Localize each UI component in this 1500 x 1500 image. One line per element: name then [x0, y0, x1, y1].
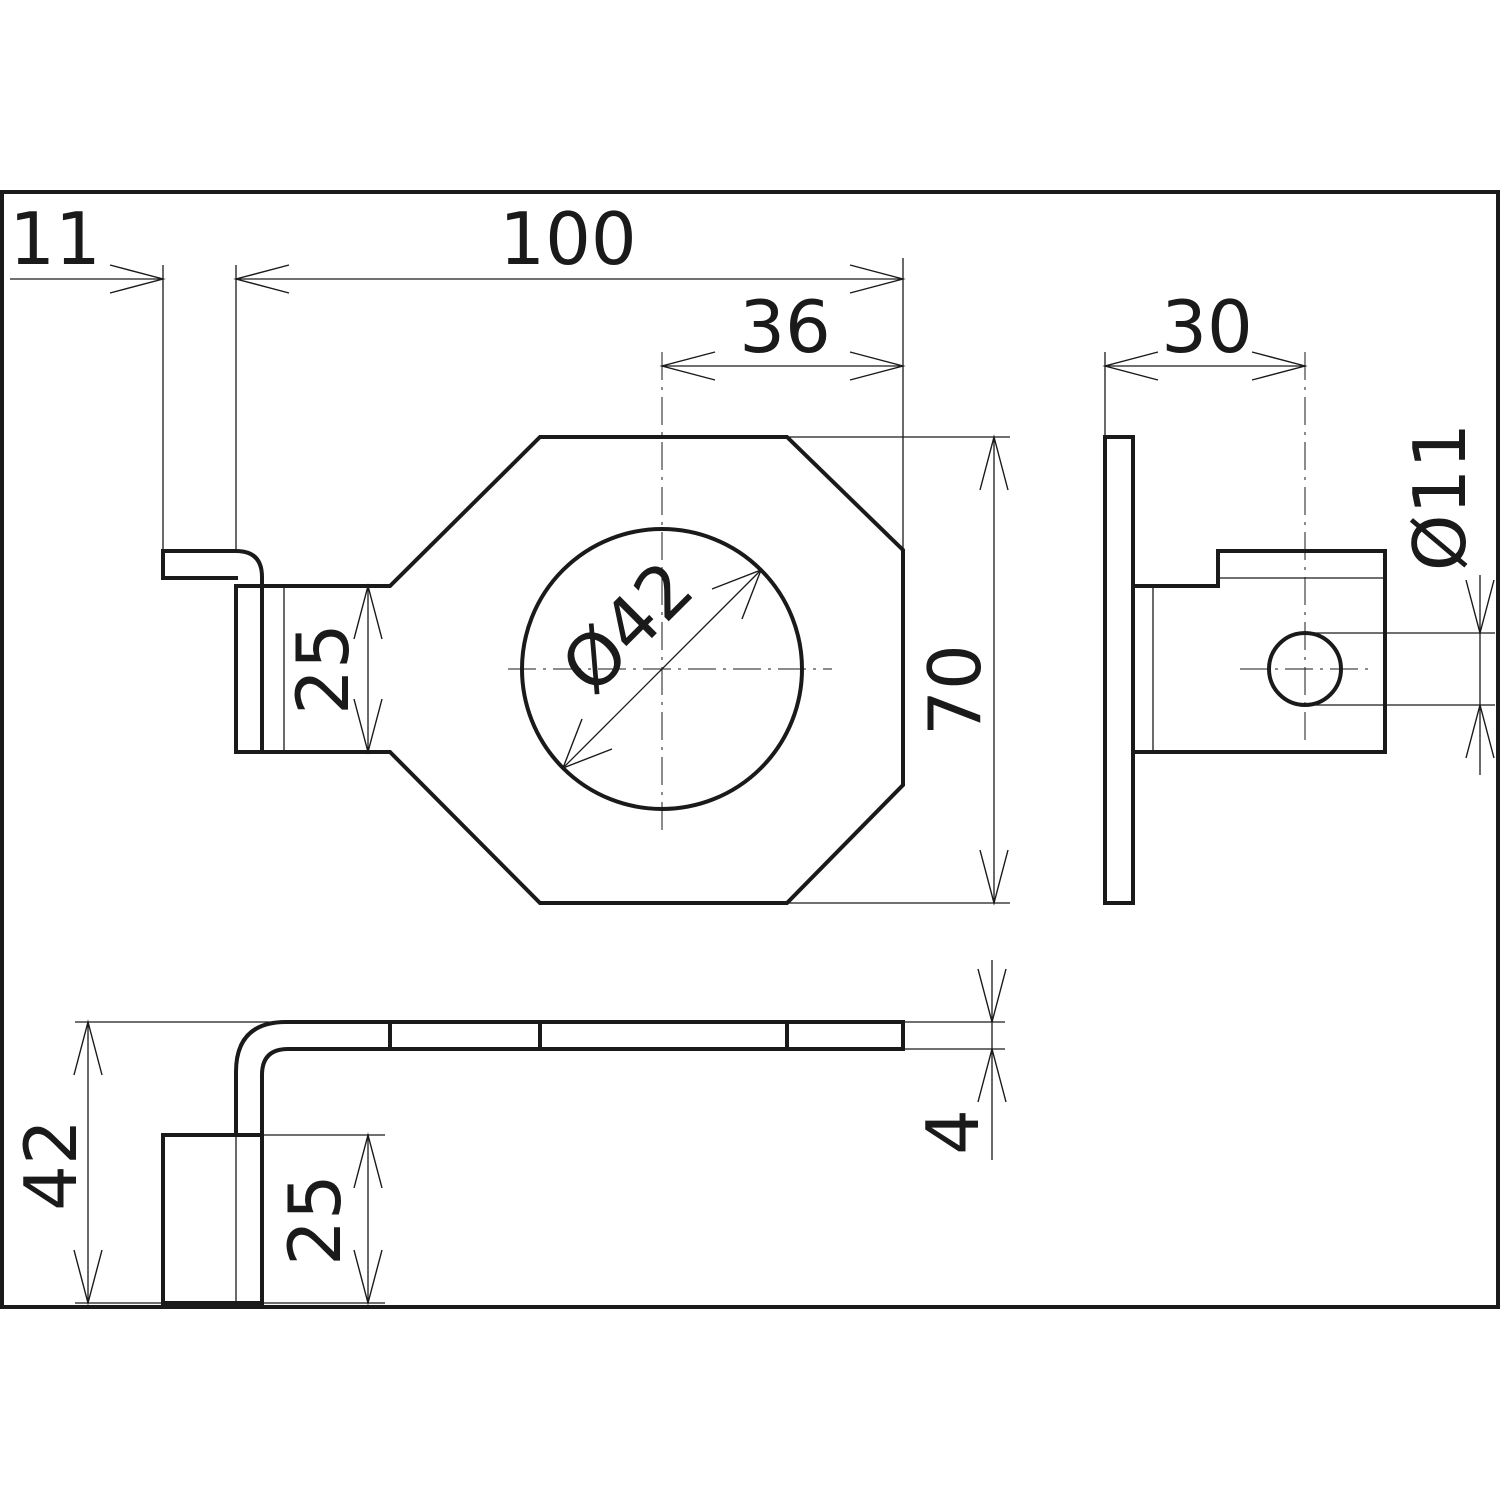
- arrowhead: [109, 264, 166, 294]
- side-plate: [1103, 435, 1135, 905]
- arrowhead: [353, 1132, 383, 1189]
- dim-11: 11: [9, 197, 101, 281]
- arrowhead: [73, 1249, 103, 1306]
- bracket-profile: [234, 1020, 905, 1137]
- arrowhead: [73, 1019, 103, 1076]
- side-tab-outline: [1131, 549, 1387, 754]
- top-view: 11 100 36 70 25 Ø42: [9, 197, 1010, 906]
- arrowhead: [979, 434, 1009, 491]
- arrowhead: [849, 264, 906, 294]
- arrowhead: [979, 849, 1009, 906]
- arrowhead: [849, 351, 906, 381]
- dim-30: 30: [1161, 285, 1253, 369]
- arrowhead: [353, 583, 383, 640]
- dim-4: 4: [911, 1109, 995, 1155]
- dim-100: 100: [499, 197, 636, 281]
- arrowhead: [1465, 702, 1495, 759]
- front-view: 42 25 4: [9, 960, 1007, 1306]
- arrowhead: [711, 568, 763, 620]
- drawing-frame: [0, 190, 1500, 1309]
- arrowhead: [977, 968, 1007, 1025]
- arrowhead: [659, 351, 716, 381]
- arrowhead: [353, 1249, 383, 1306]
- dim-25-bottom: 25: [273, 1174, 357, 1266]
- arrowhead: [1465, 579, 1495, 636]
- dim-line-dia42: [562, 569, 762, 769]
- dim-42: 42: [9, 1119, 93, 1211]
- arrowhead: [233, 264, 290, 294]
- dim-dia11: Ø11: [1398, 423, 1482, 571]
- arrowhead: [1251, 351, 1308, 381]
- dim-dia42: Ø42: [545, 545, 709, 709]
- arrowhead: [353, 698, 383, 755]
- arrowhead: [561, 718, 613, 770]
- bent-flange-top: [161, 549, 264, 754]
- side-view: 30 Ø11: [1102, 285, 1495, 905]
- dim-36: 36: [739, 285, 831, 369]
- dim-70: 70: [913, 644, 997, 736]
- base-tab: [161, 1133, 264, 1305]
- arrowhead: [977, 1046, 1007, 1103]
- arrowhead: [1102, 351, 1159, 381]
- dim-25-top: 25: [281, 623, 365, 715]
